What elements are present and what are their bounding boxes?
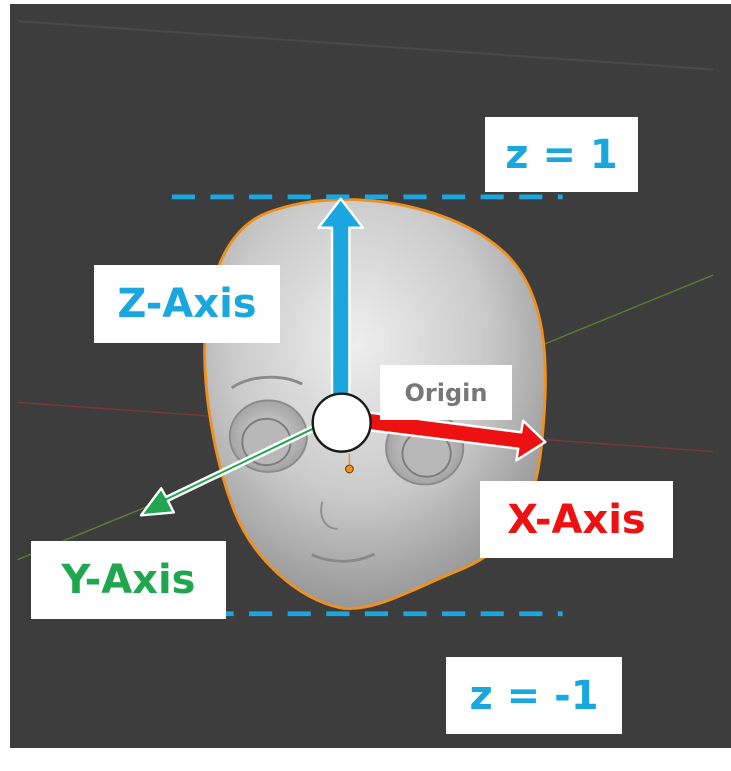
y-axis-arrow: [139, 420, 324, 517]
x-axis-label: X-Axis: [480, 481, 673, 558]
z-max-label: z = 1: [485, 117, 638, 192]
z-axis-label: Z-Axis: [94, 265, 280, 343]
left-eyebrow: [230, 375, 303, 390]
object-origin-dot-icon[interactable]: [345, 464, 354, 474]
axis-diagram: [17, 20, 714, 617]
z-axis-arrow: [317, 197, 365, 397]
z-min-label: z = -1: [446, 657, 622, 734]
mouth: [311, 552, 376, 563]
origin-label: Origin: [380, 365, 512, 420]
grid-line: [17, 20, 714, 71]
origin-marker-icon[interactable]: [311, 392, 372, 453]
x-axis-arrow: [361, 410, 547, 462]
y-axis-label: Y-Axis: [31, 541, 226, 619]
nose: [320, 501, 338, 530]
